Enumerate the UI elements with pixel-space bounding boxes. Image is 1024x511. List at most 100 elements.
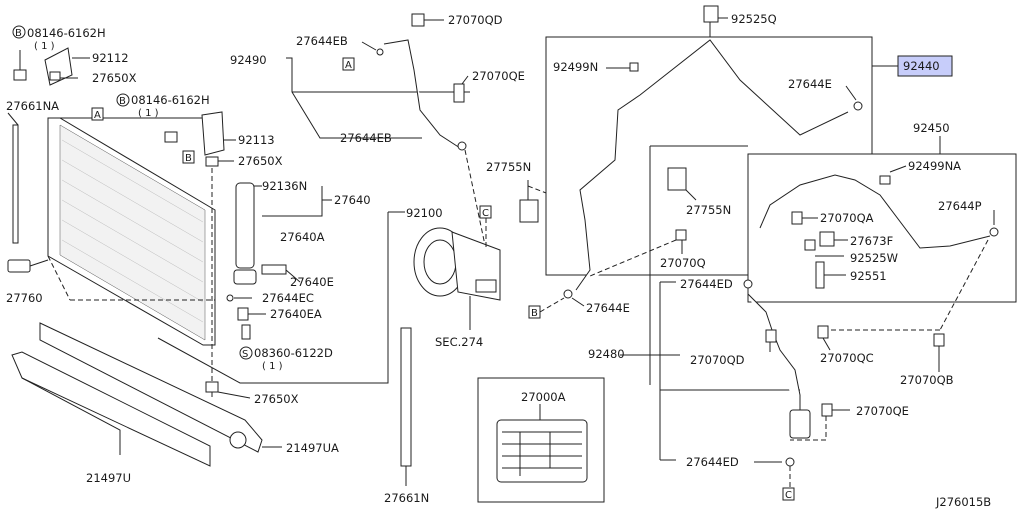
label-27661NA: 27661NA — [6, 99, 59, 113]
label-27644EC: 27644EC — [262, 291, 314, 305]
bolt-27070Q — [675, 229, 687, 241]
seal-bar-27661N — [400, 327, 412, 467]
label-92136N: 92136N — [262, 179, 307, 193]
leader-27755N-2 — [685, 189, 697, 201]
bolt-27070QA — [791, 211, 803, 225]
label-27070QD-1: 27070QD — [448, 13, 503, 27]
marker-C-box-2 — [782, 487, 795, 501]
bolt-27070QD-2 — [765, 329, 777, 343]
caution-label — [496, 419, 588, 483]
label-27760: 27760 — [6, 291, 43, 305]
bushing-27650X-3 — [205, 381, 219, 393]
leader-27661NA — [7, 112, 19, 126]
label-27644P: 27644P — [938, 199, 982, 213]
marker-B-1: B — [15, 28, 22, 39]
leader-92499NA — [889, 165, 907, 173]
part-27673F — [819, 231, 835, 247]
marker-A-2: A — [345, 60, 352, 71]
oring-27644EB-1 — [376, 48, 384, 56]
label-92100: 92100 — [406, 206, 443, 220]
oring-27644E-2 — [563, 289, 573, 299]
air-guide-21497U — [11, 351, 211, 467]
marker-C-1: C — [482, 208, 489, 219]
label-27644E-2: 27644E — [586, 301, 630, 315]
leader-27640E — [285, 269, 301, 283]
bracket-92551 — [815, 261, 825, 289]
label-21497U: 21497U — [86, 471, 131, 485]
marker-B-box-3 — [182, 150, 195, 164]
label-08146-top: 08146-6162H — [27, 26, 106, 40]
leader-27644E-1 — [845, 85, 857, 101]
grommet-92499N — [629, 62, 639, 72]
label-27000A: 27000A — [521, 390, 566, 404]
label-27640EA: 27640EA — [270, 307, 322, 321]
label-27644ED-2: 27644ED — [686, 455, 739, 469]
leader-92480-a — [620, 282, 661, 356]
receiver-drier-27640 — [235, 182, 255, 269]
dash-92450-QB — [939, 239, 989, 331]
bushing-27650X-2 — [205, 156, 219, 167]
label-27650X-1: 27650X — [92, 71, 137, 85]
oring-27644ED-1 — [743, 279, 753, 289]
leader-27070QE-1 — [461, 75, 469, 85]
marker-S-circle — [239, 346, 253, 360]
pipe-92440 — [575, 39, 849, 291]
label-27673F: 27673F — [850, 234, 893, 248]
label-27644E-1: 27644E — [788, 77, 832, 91]
label-08360-qty: ( 1 ) — [262, 361, 283, 372]
label-27755N-2: 27755N — [686, 203, 731, 217]
hose-92480 — [747, 293, 801, 415]
label-27070QE-1: 27070QE — [472, 69, 525, 83]
bolt-27070QB — [933, 333, 945, 347]
label-sec274: SEC.274 — [435, 335, 483, 349]
marker-B-2: B — [119, 96, 126, 107]
marker-B-3: B — [185, 153, 192, 164]
label-92112: 92112 — [92, 51, 129, 65]
leader-27650X-3 — [217, 391, 251, 399]
hose-92490 — [383, 39, 461, 149]
leader-27644EB-1 — [361, 41, 377, 51]
bracket-27755N-1 — [519, 199, 539, 223]
marker-B-circle-1 — [12, 25, 26, 39]
compressor — [413, 227, 501, 301]
label-08360: 08360-6122D — [254, 346, 333, 360]
label-92551: 92551 — [850, 269, 887, 283]
label-92440[interactable]: 92440 — [903, 59, 940, 73]
label-08146-mid: 08146-6162H — [131, 93, 210, 107]
bolt-27070QE-1 — [453, 83, 465, 103]
label-92499N: 92499N — [553, 60, 598, 74]
dash-lower — [47, 255, 71, 301]
oring-27644E-1 — [853, 101, 863, 111]
marker-C-2: C — [785, 490, 792, 501]
leader-27760 — [29, 259, 49, 267]
dash-B-pipe — [539, 297, 565, 313]
leader-27070QC — [822, 337, 831, 351]
oring-27644EB-2 — [457, 141, 467, 151]
marker-A-box-2 — [342, 57, 355, 71]
clip-92525W — [804, 239, 816, 251]
leader-21497U — [21, 377, 121, 455]
oring-27644P — [989, 227, 999, 237]
label-27755N-1: 27755N — [486, 160, 531, 174]
label-92113: 92113 — [238, 133, 275, 147]
dash-hose-compressor — [464, 149, 487, 251]
bolt-08146-top — [13, 69, 27, 81]
label-27640A: 27640A — [280, 230, 325, 244]
marker-A-1: A — [94, 110, 101, 121]
marker-B-4: B — [531, 308, 538, 319]
marker-A-box-1 — [91, 107, 104, 121]
bolt-27070QC — [817, 325, 829, 339]
leader-27644E-2 — [571, 297, 585, 307]
label-08146-mid-qty: ( 1 ) — [138, 108, 159, 119]
bolt-27640E — [261, 264, 287, 275]
label-27644ED-1: 27644ED — [680, 277, 733, 291]
grommet-92499NA — [879, 175, 891, 185]
clip-92525Q — [703, 5, 719, 23]
label-92490: 92490 — [230, 53, 267, 67]
label-08146-top-qty: ( 1 ) — [34, 41, 55, 52]
drier-base — [233, 269, 257, 285]
bolt-27070QE-2 — [821, 403, 833, 417]
label-27650X-3: 27650X — [254, 392, 299, 406]
